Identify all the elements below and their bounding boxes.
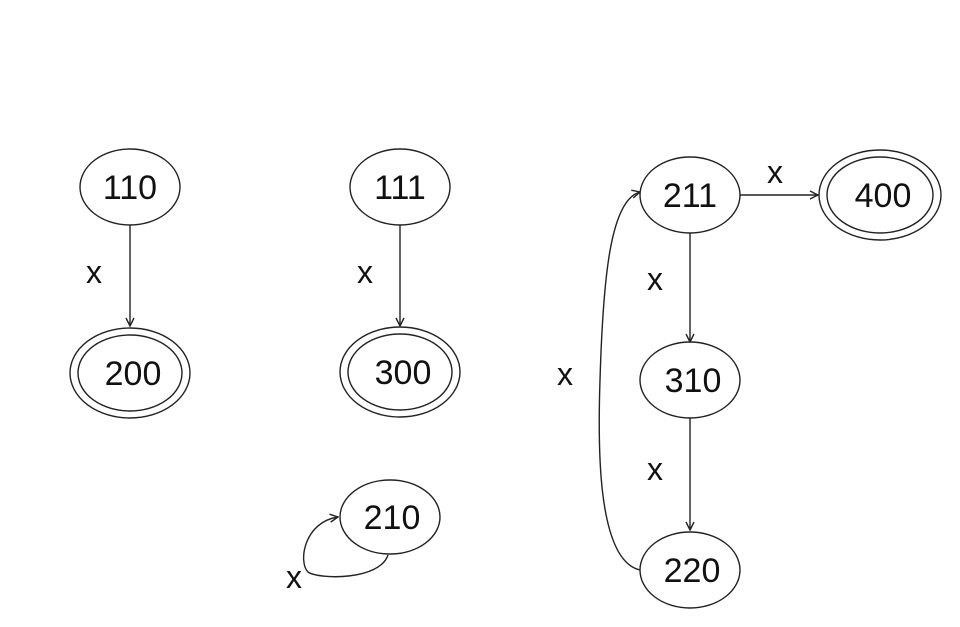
- node-label-400: 400: [855, 177, 912, 215]
- edge-label-310-220: x: [647, 451, 663, 487]
- node-210: 210: [339, 479, 441, 555]
- node-label-110: 110: [103, 169, 157, 207]
- node-label-310: 310: [665, 362, 722, 400]
- node-label-220: 220: [664, 552, 721, 590]
- node-310: 310: [639, 341, 741, 419]
- node-label-300: 300: [375, 354, 432, 392]
- edge-labels: x x x x x x x: [86, 154, 783, 595]
- edge-label-210-loop: x: [286, 559, 302, 595]
- node-400-accepting: 400: [818, 149, 942, 241]
- edge-label-111-300: x: [357, 254, 373, 290]
- edge-210-self-loop: [302, 517, 389, 578]
- node-200-accepting: 200: [69, 327, 191, 419]
- node-220: 220: [639, 531, 741, 609]
- node-label-111: 111: [374, 169, 426, 207]
- edge-label-211-310: x: [647, 261, 663, 297]
- node-211: 211: [639, 156, 741, 234]
- edge-220-to-211: [598, 192, 640, 571]
- node-label-200: 200: [105, 355, 162, 393]
- node-300-accepting: 300: [339, 326, 461, 418]
- node-110: 110: [79, 148, 181, 226]
- edge-label-211-400: x: [767, 154, 783, 190]
- node-111: 111: [349, 148, 451, 226]
- edges: [130, 192, 818, 578]
- node-label-210: 210: [364, 499, 421, 537]
- edge-label-110-200: x: [86, 254, 102, 290]
- edge-label-220-211: x: [557, 356, 573, 392]
- node-label-211: 211: [663, 177, 717, 215]
